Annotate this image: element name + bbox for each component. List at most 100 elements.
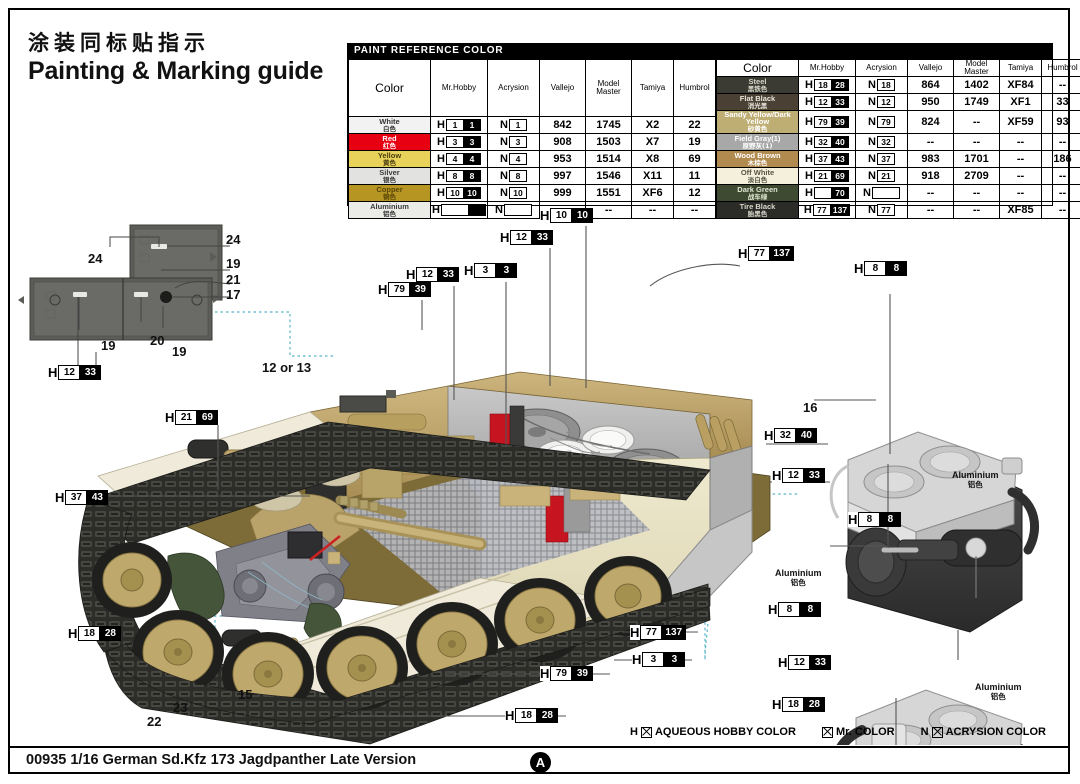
col-header-vallejo: Vallejo (907, 59, 954, 77)
callout-mr-code: 33 (804, 468, 826, 483)
callout-mr-code: 43 (87, 490, 109, 505)
paint-code-humbrol: 33 (1041, 93, 1080, 111)
callout-mr-code: 28 (100, 626, 122, 641)
callout-mr-code: 40 (796, 428, 818, 443)
callout-mr-code: 33 (532, 230, 554, 245)
paint-code-vallejo: 908 (539, 133, 586, 151)
part-number-p23: 23 (173, 700, 188, 715)
callout-prefix: H (854, 261, 864, 276)
callout-mr-code: 8 (880, 512, 902, 527)
paint-code-vallejo: 918 (907, 167, 954, 185)
callout-hobby-code: 3 (474, 263, 497, 278)
paint-code-humbrol: 11 (673, 167, 716, 185)
part-number-p19b: 19 (101, 338, 116, 353)
callout-prefix: H (464, 263, 474, 278)
part-number-p22: 22 (147, 714, 162, 729)
paint-code-model-master: 1745 (585, 116, 632, 134)
part-number-p21: 21 (226, 272, 241, 287)
part-number-p24b: 24 (88, 251, 103, 266)
paint-code-humbrol: 22 (673, 116, 716, 134)
kit-description: 00935 1/16 German Sd.Kfz 173 Jagdpanther… (26, 752, 417, 768)
part-number-p19a: 19 (226, 256, 241, 271)
paint-code-model-master: 1749 (953, 93, 1000, 111)
callout-mr-code: 28 (537, 708, 559, 723)
col-header-tamiya: Tamiya (631, 59, 674, 117)
callout-leaders (88, 226, 959, 745)
callout-mr-code: 28 (804, 697, 826, 712)
callout-hobby-code: 77 (748, 246, 771, 261)
callout-hobby-code: 77 (640, 625, 663, 640)
legend-prefix: H (630, 726, 638, 738)
callout-prefix: H (378, 282, 388, 297)
engine-view-upper (829, 431, 1040, 633)
paint-code-mrhobby: H 70 (798, 184, 856, 202)
paint-code-humbrol: 19 (673, 133, 716, 151)
callout-prefix: H (738, 246, 748, 261)
col-header-color: Color (716, 59, 799, 77)
callout-mr-code: 8 (800, 602, 822, 617)
paint-code-model-master: 1402 (953, 76, 1000, 94)
legend-item-1: Mr. COLOR (821, 726, 895, 738)
col-header-mrhobby: Mr.Hobby (430, 59, 488, 117)
col-header-acrysion: Acrysion (855, 59, 908, 77)
paint-code-humbrol: -- (1041, 184, 1080, 202)
callout-hobby-code: 8 (778, 602, 801, 617)
engine-view-lower (836, 689, 1024, 745)
callout-hobby-code: 3 (642, 652, 665, 667)
part-number-p19c: 19 (172, 344, 187, 359)
paint-code-vallejo: 999 (539, 184, 586, 202)
paint-code-humbrol: -- (1041, 167, 1080, 185)
callout-prefix: H (768, 602, 778, 617)
callout-hobby-code: 10 (550, 208, 573, 223)
aluminium-note-chinese: 铝色 (967, 480, 983, 489)
callout-prefix: H (632, 652, 642, 667)
paint-code-acrysion: N (855, 184, 908, 202)
paint-code-tamiya: X2 (631, 116, 674, 134)
callout-hobby-code: 8 (858, 512, 881, 527)
legend-prefix: N (920, 726, 929, 738)
legend-label: ACRYSION COLOR (945, 726, 1046, 738)
callout-hobby-code: 12 (782, 468, 805, 483)
paint-code-vallejo: 997 (539, 167, 586, 185)
paint-code-humbrol: 12 (673, 184, 716, 202)
callout-hobby-code: 37 (65, 490, 88, 505)
aluminium-note-chinese: 铝色 (990, 692, 1006, 701)
paint-code-tamiya: X8 (631, 150, 674, 168)
paint-code-tamiya: XF59 (999, 110, 1042, 134)
assembly-artwork (10, 200, 1070, 745)
legend-label: Mr. COLOR (835, 726, 895, 738)
callout-mr-code: 137 (770, 246, 795, 261)
checkbox-icon (640, 726, 652, 738)
paint-code-model-master: -- (953, 133, 1000, 151)
callout-hobby-code: 79 (550, 666, 573, 681)
